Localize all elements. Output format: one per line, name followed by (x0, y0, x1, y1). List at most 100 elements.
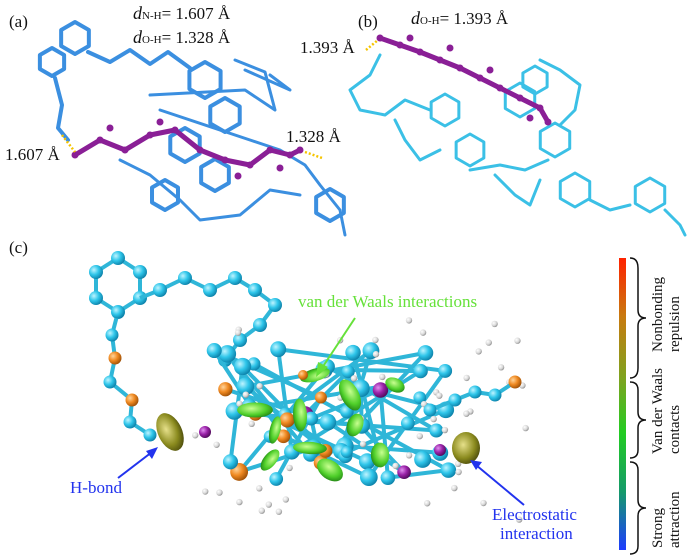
bond-c (274, 396, 323, 480)
atom-c-hydrogen (286, 464, 293, 472)
atom-c-core (269, 472, 284, 486)
atom-c-orange (298, 370, 308, 380)
legend-mid-line1: Van der Waals (650, 368, 666, 454)
atom-a (106, 124, 114, 132)
legend-brace-mid (629, 381, 647, 459)
legend-label-top: Nonbonding repulsion (650, 277, 684, 352)
bond-c (387, 468, 449, 480)
hbond-note: H-bond (70, 478, 122, 497)
atom-b (406, 34, 414, 42)
atom-b (496, 84, 504, 92)
atom-c-core (314, 391, 327, 404)
electro-note-2: interaction (500, 524, 573, 543)
atom-c-ring (89, 265, 103, 279)
atom-a (96, 136, 104, 144)
atom-c-hydrogen (416, 432, 423, 440)
atom-c-hydrogen (463, 374, 470, 382)
panel-b-dist: 1.393 Å (300, 38, 355, 57)
atom-c-left (105, 328, 119, 342)
atom-c-chain (248, 283, 262, 297)
legend-top-line2: repulsion (667, 296, 683, 352)
atom-c-hydrogen (359, 440, 367, 448)
atom-c-core (233, 357, 252, 376)
atom-c-hydrogen (234, 329, 242, 336)
panel-b-doh: dO-H= 1.393 Å (411, 8, 508, 29)
atom-c-chain (253, 318, 267, 332)
atom-c-hydrogen (480, 499, 487, 507)
panel-a-dist-right: 1.328 Å (286, 127, 341, 146)
chain-b1 (348, 53, 432, 117)
atom-c-hydrogen (436, 392, 443, 399)
vdw-surface (293, 398, 307, 432)
atom-c-core (279, 412, 295, 428)
legend-bot-line1: Strong (650, 507, 666, 548)
atom-b (476, 74, 484, 82)
atom-c-hydrogen (419, 329, 427, 336)
atom-a (246, 161, 254, 169)
atom-c-hydrogen (372, 351, 380, 358)
atom-c-core (218, 382, 233, 397)
panel-b-label: (b) (358, 12, 378, 31)
atom-a (71, 151, 79, 159)
ring-b1 (429, 92, 461, 128)
atom-a (221, 156, 229, 164)
color-legend (619, 257, 647, 555)
atom-c-core (413, 363, 428, 379)
legend-mid-line2: contacts (667, 404, 683, 454)
atom-c-core (417, 345, 434, 361)
atom-a (121, 146, 129, 154)
panel-a-doh: dO-H= 1.328 Å (133, 27, 230, 48)
atom-c-right (468, 385, 482, 399)
atom-c-hydrogen (216, 489, 223, 496)
ring-a1 (59, 20, 91, 56)
atom-c-left (125, 393, 139, 407)
atom-c-ring (89, 291, 103, 305)
hbond-b (365, 39, 379, 51)
atom-c-hydrogen (463, 410, 470, 417)
atom-c-core (440, 462, 457, 478)
bond-c (303, 370, 350, 417)
chain-a5 (118, 158, 302, 222)
atom-c-hydrogen (485, 339, 492, 346)
chain-a2 (53, 76, 70, 142)
ring-b2 (454, 132, 486, 168)
hbond-a-right (304, 150, 323, 160)
atom-c-left (108, 351, 122, 365)
atom-c-hydrogen (405, 317, 413, 324)
legend-brace-top (629, 257, 647, 379)
atom-c-core (236, 377, 255, 396)
electro-note-1: Electrostatic (492, 505, 577, 524)
atom-c-core (340, 445, 353, 458)
vdw-arrow (321, 317, 356, 369)
atom-c-core (270, 341, 287, 358)
vdw-surface (317, 458, 343, 482)
atom-c-hydrogen (275, 508, 283, 515)
atom-c-chain (153, 283, 167, 297)
atom-c-hydrogen (392, 462, 399, 470)
doh-symbol: d (133, 27, 142, 47)
atom-c-core (414, 451, 432, 468)
atom-c-hydrogen (265, 501, 273, 508)
atom-c-hydrogen (242, 391, 249, 398)
atom-c-left (111, 305, 125, 319)
atom-c-hydrogen (497, 364, 505, 371)
atom-a (234, 172, 242, 180)
atom-a (171, 126, 179, 134)
atom-c-hydrogen (372, 336, 379, 344)
atom-c-core (345, 344, 361, 361)
atom-b (516, 94, 524, 102)
atom-c-hydrogen (258, 507, 265, 514)
hbond-arrow (117, 451, 153, 479)
panel-a-dist-left: 1.607 Å (5, 145, 60, 164)
electrostatic-surface (452, 432, 480, 464)
electro-arrow (475, 464, 525, 506)
atom-c-chain (203, 283, 217, 297)
atom-c-hydrogen (455, 468, 462, 476)
atom-c-core (222, 454, 239, 470)
atom-b (446, 44, 454, 52)
panel-c-molecule (89, 251, 529, 523)
b-doh-subscript: O-H (420, 15, 440, 27)
atom-c-hydrogen (515, 516, 523, 523)
chain-a4 (158, 108, 347, 237)
atom-c-core (319, 413, 337, 431)
